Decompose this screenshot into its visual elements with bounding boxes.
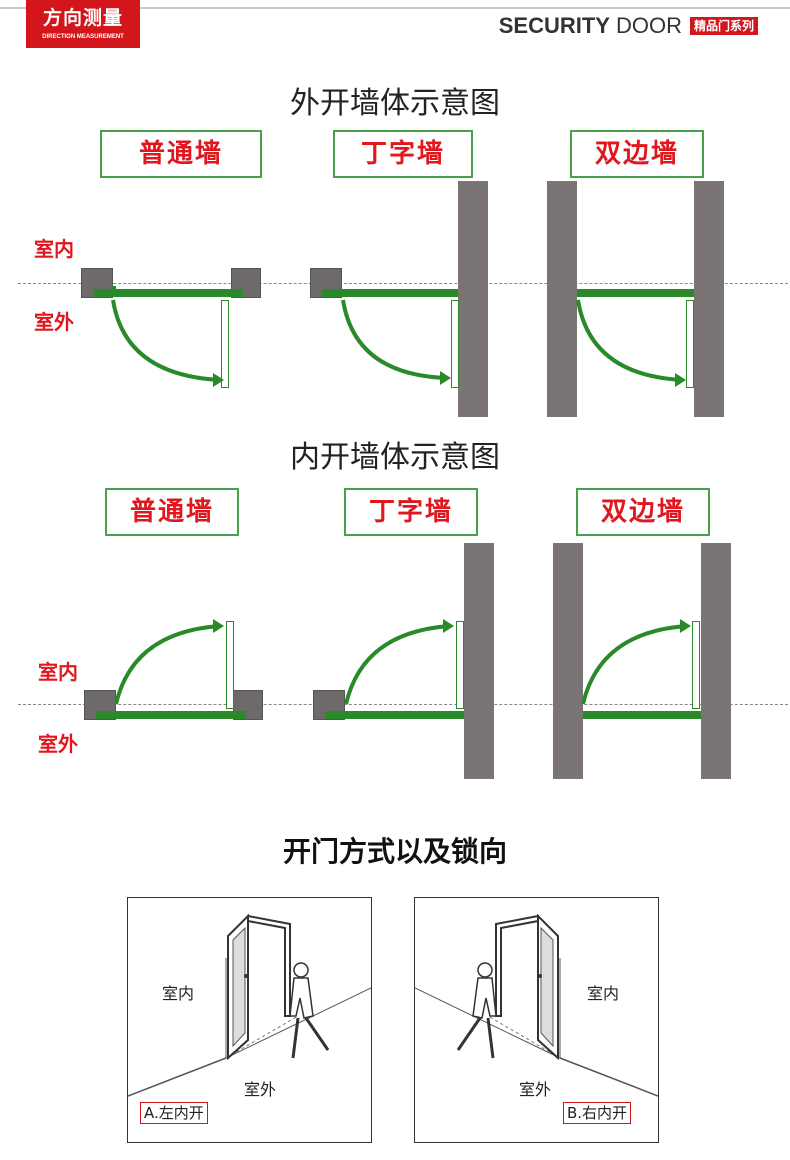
left-room-illustration [128, 913, 371, 1097]
brand-light: DOOR [615, 13, 682, 38]
badge-subtitle: DIRECTION MEASUREMENT [42, 34, 124, 40]
outward-double-wall-left [547, 181, 577, 417]
brand-bold: SECURITY [498, 13, 610, 38]
right-panel-caption: B.右内开 [563, 1102, 632, 1124]
right-panel-outdoor: 室外 [519, 1080, 552, 1099]
outward-stop [111, 286, 116, 296]
outward-door-leaf-double [686, 300, 694, 388]
outward-door-leaf [221, 300, 229, 388]
outward-wall-label-normal: 普通墙 [100, 130, 262, 178]
section-badge: 方向测量 DIRECTION MEASUREMENT [26, 0, 140, 48]
inward-sill-double [583, 711, 701, 719]
inward-t-wall [464, 543, 494, 779]
inward-double-wall-right [701, 543, 731, 779]
opening-title: 开门方式以及锁向 [282, 835, 507, 868]
left-panel-indoor: 室内 [162, 984, 195, 1003]
opening-panel-left: 室内 室外 A.左内开 [127, 897, 372, 1143]
left-panel-caption: A.左内开 [140, 1102, 208, 1124]
inward-sill [96, 711, 246, 719]
right-panel-indoor: 室内 [587, 984, 620, 1003]
outward-outdoor-label: 室外 [34, 310, 74, 334]
inward-double-wall-left [553, 543, 583, 779]
inward-outdoor-label: 室外 [38, 732, 78, 756]
outward-swing-arrow-2 [341, 299, 451, 385]
inward-wall-label-t: 丁字墙 [344, 488, 478, 536]
header-divider [0, 7, 790, 9]
inward-swing-arrow-3 [581, 619, 691, 705]
badge-title: 方向测量 [42, 7, 123, 29]
inward-door-leaf-t [456, 621, 464, 709]
right-room-illustration [415, 913, 658, 1097]
inward-wall-label-normal: 普通墙 [105, 488, 239, 536]
brand-logo: SECURITY DOOR 精品门系列 [499, 10, 758, 42]
outward-sill-t [322, 289, 458, 297]
inward-wall-line [18, 704, 788, 705]
outward-swing-arrow-1 [111, 299, 224, 387]
opening-panel-right: 室内 室外 B.右内开 [414, 897, 659, 1143]
outward-indoor-label: 室内 [34, 237, 74, 261]
inward-swing-arrow-2 [344, 619, 454, 705]
left-panel-outdoor: 室外 [244, 1080, 277, 1099]
inward-wall-label-double: 双边墙 [576, 488, 710, 536]
outward-sill-double [577, 289, 694, 297]
inward-door-leaf-double [692, 621, 700, 709]
inward-title: 内开墙体示意图 [290, 440, 500, 475]
outward-sill [93, 289, 243, 297]
inward-swing-arrow-1 [114, 619, 224, 705]
outward-door-leaf-t [451, 300, 459, 388]
inward-door-leaf [226, 621, 234, 709]
outward-wall-line [18, 283, 788, 284]
outward-double-wall-right [694, 181, 724, 417]
outward-title: 外开墙体示意图 [290, 86, 500, 121]
outward-t-wall [458, 181, 488, 417]
inward-sill-t [325, 711, 464, 719]
outward-wall-label-double: 双边墙 [570, 130, 704, 178]
brand-tag: 精品门系列 [689, 17, 758, 35]
outward-wall-label-t: 丁字墙 [333, 130, 473, 178]
outward-swing-arrow-3 [576, 299, 686, 387]
inward-indoor-label: 室内 [38, 660, 78, 684]
